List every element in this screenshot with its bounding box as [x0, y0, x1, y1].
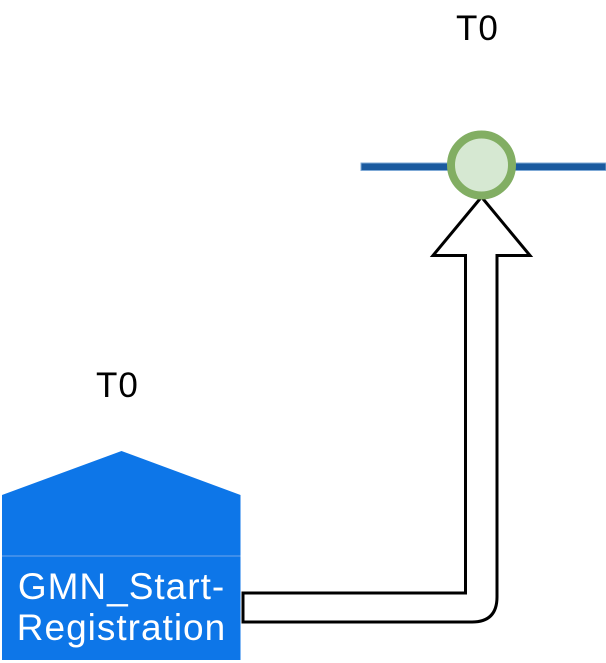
task-node-label: GMN_Start- Registration — [2, 566, 241, 648]
message-arrow — [241, 194, 534, 624]
task-node-label-line1: GMN_Start- — [17, 566, 226, 607]
task-node-label-line2: Registration — [16, 607, 227, 648]
timer-event-circle — [447, 130, 516, 200]
timer-label-left: T0 — [96, 366, 139, 405]
timer-label-top: T0 — [456, 9, 499, 48]
